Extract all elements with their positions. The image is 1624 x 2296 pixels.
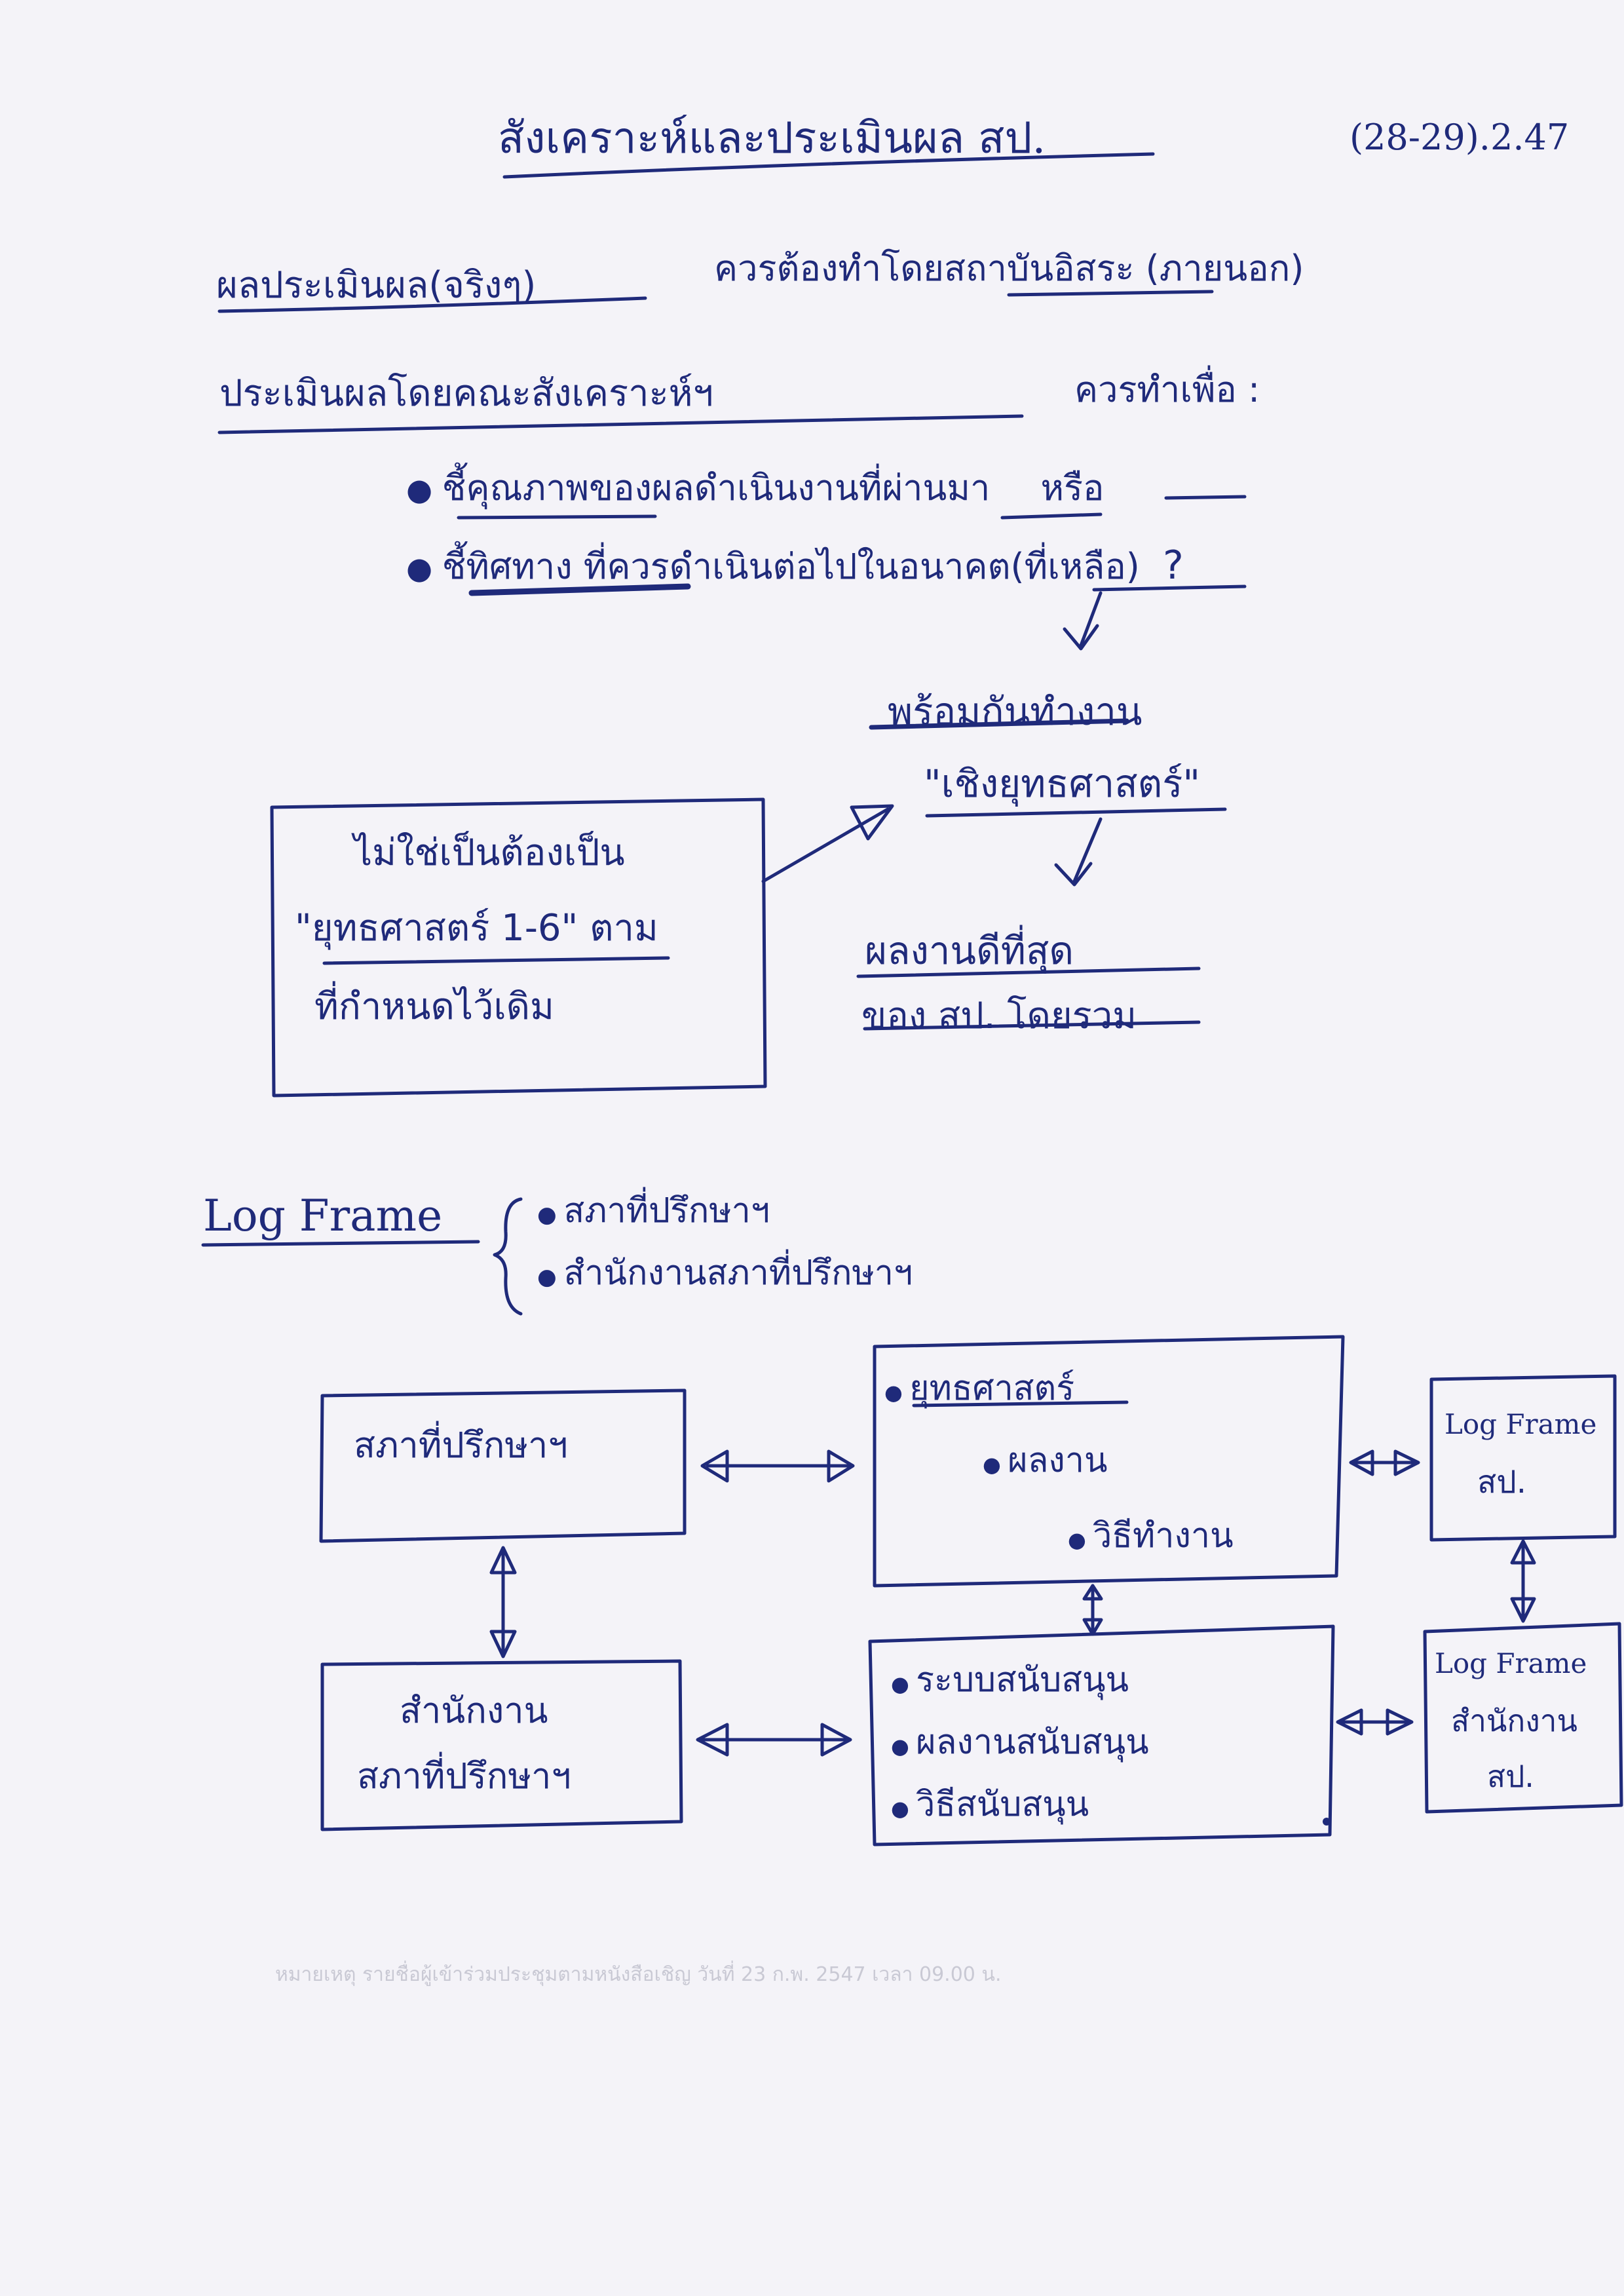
logframe-item-council: ● สภาที่ปรึกษาฯ (537, 1191, 770, 1231)
arrow-box-to-flow (761, 807, 890, 883)
bullet-dot: ● (1068, 1527, 1093, 1552)
box-support-item1: ● ระบบสนับสนุน (891, 1660, 1129, 1700)
box-support-item2: ● ผลงานสนับสนุน (891, 1723, 1149, 1763)
box-office-line1: สำนักงาน (400, 1690, 548, 1731)
line1-underline (217, 296, 647, 313)
bullet-quality: ● ชี้คุณภาพของผลดำเนินงานที่ผ่านมา หรือ (406, 469, 1104, 507)
page-title: สังเคราะห์และประเมินผล สป. (498, 113, 1046, 163)
box-support-item2-text: ผลงานสนับสนุน (916, 1723, 1149, 1762)
box-lf-office-line3: สป. (1487, 1759, 1534, 1794)
left-box-underline (322, 956, 670, 965)
arrow-down-2 (1072, 817, 1103, 883)
line1-independent-underline (1007, 290, 1214, 297)
bullet-dot: ● (983, 1452, 1008, 1477)
line2-underline (217, 414, 1024, 434)
flow-strategic: "เชิงยุทธศาสตร์" (924, 761, 1201, 806)
bullet-dot: ● (537, 1264, 564, 1290)
logframe-brace (493, 1197, 523, 1316)
bullet1-underline-b (1000, 512, 1103, 520)
page-date: (28-29).2.47 (1350, 117, 1570, 158)
box-office-border (320, 1659, 683, 1831)
bullet1-underline-a (457, 514, 657, 520)
bullet2-underline-b (1092, 584, 1247, 592)
box-support-border (868, 1624, 1335, 1846)
bullet-direction-suffix: ? (1163, 543, 1184, 588)
bullet-quality-suffix: หรือ (1040, 467, 1105, 508)
logframe-item-office: ● สำนักงานสภาที่ปรึกษาฯ (537, 1253, 913, 1293)
bullet2-underline-a (468, 583, 691, 596)
box-lf-sp-line1: Log Frame (1445, 1408, 1597, 1440)
bullet-dot: ● (884, 1380, 910, 1405)
flow-best-result: ผลงานดีที่สุด (865, 928, 1074, 973)
left-box-border (270, 797, 767, 1098)
box-support-corner-dot (1323, 1818, 1331, 1826)
box-strategy-underline (912, 1400, 1129, 1407)
box-lf-office-border (1423, 1622, 1623, 1814)
bullet-direction-text: ชี้ทิศทาง ที่ควรดำเนินต่อไปในอนาคต(ที่เห… (442, 546, 1140, 587)
box-strategy-item1-text: ยุทธศาสตร์ (909, 1369, 1075, 1408)
logframe-item-office-text: สำนักงานสภาที่ปรึกษาฯ (563, 1253, 913, 1293)
left-box-line3: ที่กำหนดไว้เดิม (314, 985, 554, 1028)
logframe-label: Log Frame (203, 1191, 443, 1241)
bullet-dot: ● (406, 550, 442, 586)
logframe-item-council-text: สภาที่ปรึกษาฯ (563, 1191, 770, 1231)
line1-independent: ควรต้องทำโดยสถาบันอิสระ (ภายนอก) (714, 248, 1304, 289)
bullet-dot: ● (891, 1796, 916, 1821)
box-strategy-item2: ● ผลงาน (983, 1441, 1108, 1481)
box-strategy-item1: ● ยุทธศาสตร์ (884, 1369, 1074, 1409)
left-box-line1: ไม่ใช่เป็นต้องเป็น (354, 832, 625, 874)
flow-strategic-underline (925, 807, 1227, 818)
line1-evaluation: ผลประเมินผล(จริงๆ) (216, 264, 537, 307)
arrow-down-1 (1079, 591, 1103, 647)
box-council-border (319, 1388, 687, 1543)
box-lf-office-line1: Log Frame (1435, 1647, 1587, 1679)
box-support-item3: ● วิธีสนับสนุน (891, 1785, 1089, 1825)
box-lf-office-line2: สำนักงาน (1451, 1703, 1577, 1738)
bullet-dot: ● (891, 1734, 916, 1759)
bullet-direction: ● ชี้ทิศทาง ที่ควรดำเนินต่อไปในอนาคต(ที่… (406, 544, 1184, 587)
bullet-dot: ● (537, 1202, 564, 1228)
box-lf-sp-border (1429, 1374, 1617, 1542)
left-box-line2: "ยุทธศาสตร์ 1-6" ตาม (295, 907, 658, 949)
line2-synthesis: ประเมินผลโดยคณะสังเคราะห์ฯ (219, 372, 714, 415)
logframe-underline (201, 1240, 480, 1247)
box-council-text: สภาที่ปรึกษาฯ (354, 1425, 568, 1466)
bullet1-underline-c (1164, 495, 1247, 500)
flow-overall-underline (863, 1020, 1201, 1031)
flow-cooperate-underline (869, 718, 1129, 730)
box-strategy-item3-text: วิธีทำงาน (1093, 1516, 1234, 1556)
title-underline (502, 152, 1155, 179)
line2-purpose: ควรทำเพื่อ : (1074, 369, 1260, 410)
background-footer-text: หมายเหตุ รายชื่อผู้เข้าร่วมประชุมตามหนัง… (275, 1963, 1002, 1986)
bullet-quality-text: ชี้คุณภาพของผลดำเนินงานที่ผ่านมา (442, 467, 991, 508)
box-lf-sp-line2: สป. (1477, 1464, 1527, 1501)
box-support-item3-text: วิธีสนับสนุน (916, 1785, 1089, 1824)
flow-best-underline (856, 966, 1201, 978)
box-strategy-border (873, 1335, 1345, 1588)
box-office-line2: สภาที่ปรึกษาฯ (357, 1755, 571, 1797)
bullet-dot: ● (891, 1672, 916, 1696)
box-strategy-item3: ● วิธีทำงาน (1068, 1516, 1234, 1556)
bullet-dot: ● (406, 472, 442, 507)
box-strategy-item2-text: ผลงาน (1008, 1441, 1108, 1480)
box-support-item1-text: ระบบสนับสนุน (916, 1660, 1129, 1700)
